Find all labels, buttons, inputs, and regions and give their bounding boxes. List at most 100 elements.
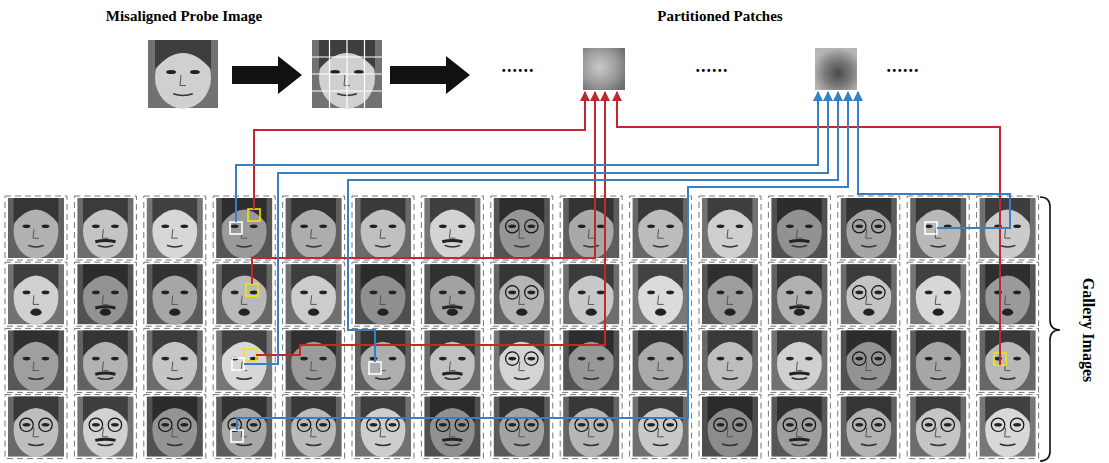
dashed-frame bbox=[560, 395, 622, 459]
eye bbox=[23, 423, 31, 427]
face-photo bbox=[8, 397, 64, 457]
mouth bbox=[377, 309, 388, 316]
nose bbox=[866, 229, 872, 238]
eye bbox=[319, 357, 327, 361]
glasses bbox=[108, 418, 121, 431]
glasses bbox=[872, 219, 885, 232]
gallery-faces bbox=[5, 196, 1039, 459]
dashed-frame bbox=[699, 395, 761, 459]
dashed-frame bbox=[907, 395, 969, 459]
glasses bbox=[506, 352, 519, 365]
face-photo bbox=[424, 330, 480, 390]
nose bbox=[172, 362, 178, 371]
mouth bbox=[1000, 378, 1016, 380]
mouth bbox=[100, 309, 111, 316]
nose bbox=[935, 362, 941, 371]
mouth bbox=[794, 309, 805, 316]
nose bbox=[727, 428, 733, 437]
eye bbox=[389, 423, 397, 427]
hair bbox=[361, 330, 406, 356]
mouth bbox=[30, 309, 41, 316]
face-photo bbox=[702, 330, 758, 390]
mouth bbox=[930, 444, 946, 446]
mouth bbox=[722, 444, 738, 446]
eye bbox=[736, 291, 744, 295]
nose bbox=[658, 229, 664, 238]
glasses bbox=[802, 418, 815, 431]
face-photo bbox=[494, 330, 550, 390]
hair bbox=[777, 330, 822, 356]
eye bbox=[111, 357, 119, 361]
mouth bbox=[792, 378, 808, 380]
nose bbox=[33, 428, 39, 437]
dashed-frame bbox=[74, 262, 136, 326]
eye bbox=[439, 291, 447, 295]
eye bbox=[439, 224, 447, 228]
eye bbox=[1013, 291, 1021, 295]
eye bbox=[666, 357, 674, 361]
dashed-frame bbox=[768, 328, 830, 392]
face-photo bbox=[841, 198, 897, 258]
gallery-cell bbox=[352, 196, 414, 260]
eye bbox=[458, 357, 466, 361]
patch-marker bbox=[231, 430, 243, 442]
gallery-cell bbox=[630, 395, 692, 459]
eye bbox=[370, 357, 378, 361]
gallery-cell bbox=[699, 395, 761, 459]
dashed-frame bbox=[283, 395, 345, 459]
ellipsis: ...... bbox=[502, 56, 535, 77]
glasses bbox=[872, 286, 885, 299]
glasses bbox=[733, 418, 746, 431]
gallery-cell bbox=[421, 262, 483, 326]
moustache bbox=[442, 241, 462, 242]
hair bbox=[152, 330, 197, 356]
face-photo bbox=[8, 264, 64, 324]
eye bbox=[597, 423, 605, 427]
hair bbox=[361, 198, 406, 224]
nose bbox=[727, 295, 733, 304]
nose bbox=[1005, 428, 1011, 437]
glasses bbox=[1010, 418, 1023, 431]
face-photo bbox=[494, 264, 550, 324]
gallery-cell bbox=[352, 262, 414, 326]
face-photo bbox=[286, 198, 342, 258]
face-photo bbox=[563, 264, 619, 324]
eye bbox=[647, 357, 655, 361]
glasses bbox=[159, 418, 172, 431]
eye bbox=[180, 423, 188, 427]
eye bbox=[855, 357, 863, 361]
dashed-frame bbox=[144, 262, 206, 326]
probe-faces bbox=[148, 40, 382, 109]
face-photo bbox=[147, 397, 203, 457]
eye bbox=[250, 224, 258, 228]
eye bbox=[736, 423, 744, 427]
glasses bbox=[991, 418, 1004, 431]
gallery-cell bbox=[144, 395, 206, 459]
eye bbox=[578, 423, 586, 427]
gallery-cell bbox=[560, 262, 622, 326]
face-photo bbox=[980, 397, 1036, 457]
dashed-frame bbox=[5, 262, 67, 326]
eye bbox=[161, 423, 169, 427]
hair bbox=[499, 264, 544, 290]
face-photo bbox=[633, 330, 689, 390]
patches-heading: Partitioned Patches bbox=[657, 8, 782, 25]
glasses bbox=[853, 286, 866, 299]
hair bbox=[708, 264, 753, 290]
dashed-frame bbox=[74, 328, 136, 392]
mouth bbox=[167, 245, 183, 247]
eye bbox=[666, 224, 674, 228]
face-photo bbox=[424, 397, 480, 457]
face-photo bbox=[424, 198, 480, 258]
hair bbox=[83, 264, 128, 290]
bracket bbox=[1040, 197, 1060, 461]
moustache bbox=[789, 307, 809, 308]
moustache bbox=[95, 307, 115, 308]
nose bbox=[727, 229, 733, 238]
hair bbox=[430, 198, 475, 224]
mouth bbox=[514, 245, 530, 247]
mouth bbox=[1000, 444, 1016, 446]
gallery-label: Gallery Images bbox=[1079, 278, 1097, 382]
